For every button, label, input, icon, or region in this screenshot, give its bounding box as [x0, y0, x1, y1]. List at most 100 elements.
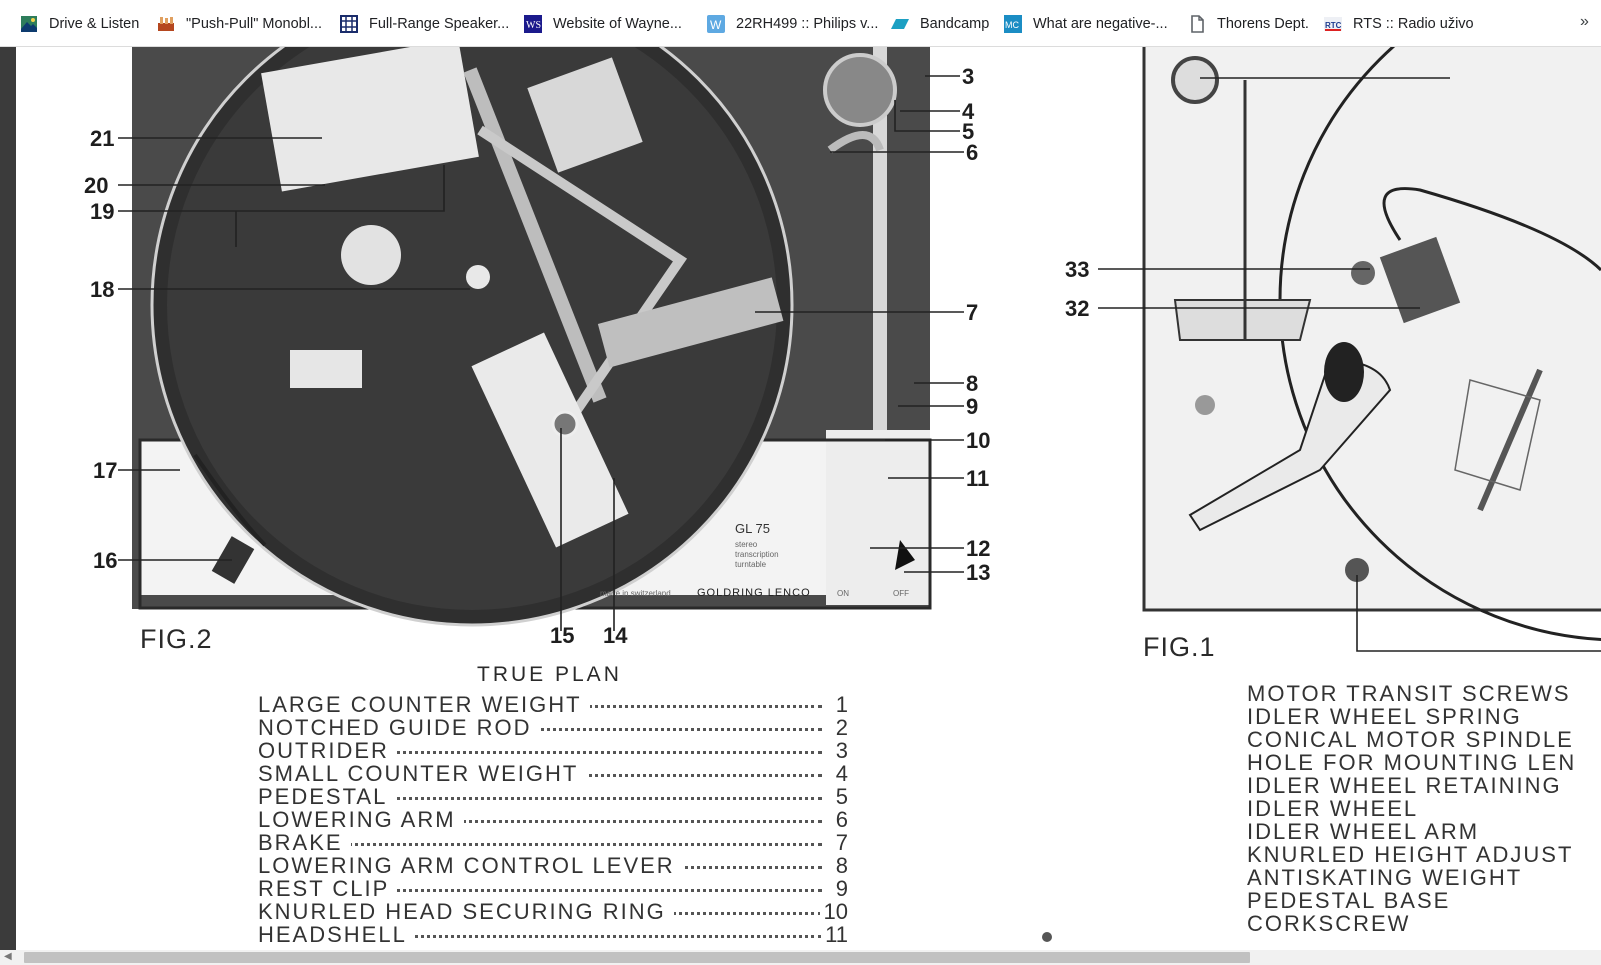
- bookmark-negative-feedback[interactable]: MC What are negative-...: [1004, 12, 1168, 36]
- callout-12: 12: [966, 536, 990, 561]
- callout-13: 13: [966, 560, 990, 585]
- part-name: HEADSHELL: [258, 922, 415, 947]
- callout-5: 5: [962, 119, 974, 144]
- document-icon: [1188, 15, 1206, 33]
- callout-20: 20: [84, 173, 108, 198]
- part-number: 9: [831, 877, 848, 900]
- callout-19: 19: [90, 199, 114, 224]
- part-number: 7: [831, 831, 848, 854]
- bookmarks-bar: Drive & Listen "Push-Pull" Monobl... Ful…: [0, 0, 1601, 47]
- callout-11: 11: [966, 466, 989, 491]
- part-name: IDLER WHEEL SPRING: [1247, 704, 1530, 729]
- svg-text:WS: WS: [526, 20, 541, 31]
- svg-text:RTC: RTC: [1325, 21, 1342, 30]
- callout-9: 9: [966, 394, 978, 419]
- bookmark-push-pull[interactable]: "Push-Pull" Monobl...: [157, 12, 322, 36]
- parts-list-item: IDLER WHEEL SPRING: [1247, 704, 1601, 729]
- parts-list-item: CORKSCREW: [1247, 911, 1601, 935]
- model-desc-2: transcription: [735, 550, 779, 559]
- ws-logo-icon: WS: [524, 15, 542, 33]
- callout-15: 15: [550, 623, 574, 648]
- rts-logo-icon: RTC: [1324, 15, 1342, 33]
- part-name: IDLER WHEEL ARM: [1247, 819, 1488, 844]
- bookmark-label: What are negative-...: [1033, 16, 1168, 32]
- horizontal-scrollbar-thumb[interactable]: [24, 952, 1250, 963]
- callout-6: 6: [966, 140, 978, 165]
- parts-list-item: ANTISKATING WEIGHT: [1247, 865, 1601, 890]
- callout-14: 14: [603, 623, 628, 648]
- parts-list-item: IDLER WHEEL ARM: [1247, 819, 1601, 844]
- parts-list-item: LARGE COUNTER WEIGHT 1: [258, 692, 858, 717]
- bookmark-label: 22RH499 :: Philips v...: [736, 16, 879, 32]
- part-name: PEDESTAL: [258, 784, 396, 809]
- parts-list-item: IDLER WHEEL RETAINING: [1247, 773, 1601, 798]
- part-name: MOTOR TRANSIT SCREWS: [1247, 682, 1579, 706]
- part-name: HOLE FOR MOUNTING LEN: [1247, 750, 1585, 775]
- part-name: PEDESTAL BASE: [1247, 888, 1459, 913]
- model-desc-3: turntable: [735, 560, 767, 569]
- part-name: KNURLED HEIGHT ADJUST: [1247, 842, 1582, 867]
- parts-list-item: KNURLED HEIGHT ADJUST: [1247, 842, 1601, 867]
- fig1-caption: FIG.1: [1143, 632, 1216, 662]
- true-plan-title: TRUE PLAN: [477, 663, 622, 686]
- part-name: LOWERING ARM: [258, 807, 464, 832]
- part-number: 2: [831, 716, 848, 739]
- horizontal-scrollbar[interactable]: ◀: [0, 950, 1601, 965]
- switch-on-label: ON: [837, 589, 849, 598]
- bookmark-website-wayne[interactable]: WS Website of Wayne...: [524, 12, 682, 36]
- bookmark-philips[interactable]: W 22RH499 :: Philips v...: [707, 12, 878, 36]
- part-name: IDLER WHEEL RETAINING: [1247, 773, 1570, 798]
- bookmark-label: "Push-Pull" Monobl...: [186, 16, 323, 32]
- parts-list-item: CONICAL MOTOR SPINDLE: [1247, 727, 1601, 752]
- parts-list-item: IDLER WHEEL: [1247, 796, 1601, 821]
- parts-list-item: MOTOR TRANSIT SCREWS: [1247, 682, 1601, 706]
- scanned-manual-page: GL 75 stereo transcription turntable mad…: [84, 47, 1601, 942]
- callout-numbers-fig2: 21 20 19 18 17 16 15 14 13 12 11 10 9 8 …: [84, 64, 990, 648]
- parts-list-item: KNURLED HEAD SECURING RING 10: [258, 899, 858, 924]
- bookmarks-overflow-button[interactable]: »: [1580, 13, 1589, 30]
- part-name: ANTISKATING WEIGHT: [1247, 865, 1531, 890]
- bookmark-drive-listen[interactable]: Drive & Listen: [20, 12, 139, 36]
- part-number: 1: [831, 693, 848, 716]
- document-viewer: GL 75 stereo transcription turntable mad…: [0, 47, 1601, 950]
- part-name: REST CLIP: [258, 876, 398, 901]
- parts-list-item: HOLE FOR MOUNTING LEN: [1247, 750, 1601, 775]
- svg-text:MC: MC: [1005, 20, 1019, 30]
- part-number: 10: [819, 900, 848, 923]
- part-number: 4: [831, 762, 848, 785]
- bandcamp-icon: [891, 15, 909, 33]
- bookmark-label: Full-Range Speaker...: [369, 16, 510, 32]
- leader-dots: [258, 751, 822, 754]
- leader-dots: [258, 889, 822, 892]
- callout-17: 17: [93, 458, 117, 483]
- parts-list-item: REST CLIP 9: [258, 876, 858, 901]
- mc-logo-icon: MC: [1004, 15, 1022, 33]
- parts-list-item: HEADSHELL 11: [258, 922, 858, 947]
- callout-18: 18: [90, 277, 114, 302]
- callout-3: 3: [962, 64, 974, 89]
- bookmark-rts-radio[interactable]: RTC RTS :: Radio uživo: [1324, 12, 1474, 36]
- fig2-caption: FIG.2: [140, 624, 213, 654]
- scroll-left-arrow-icon[interactable]: ◀: [4, 951, 12, 962]
- bookmark-full-range-speaker[interactable]: Full-Range Speaker...: [340, 12, 509, 36]
- callout-21: 21: [90, 126, 114, 151]
- bookmark-label: Bandcamp: [920, 16, 990, 32]
- bookmark-label: Website of Wayne...: [553, 16, 682, 32]
- bookmark-bandcamp[interactable]: Bandcamp: [891, 12, 989, 36]
- part-number: 11: [821, 923, 848, 946]
- model-desc-1: stereo: [735, 540, 758, 549]
- part-name: IDLER WHEEL: [1247, 796, 1427, 821]
- bookmark-thorens[interactable]: Thorens Dept.: [1188, 12, 1309, 36]
- model-name: GL 75: [735, 521, 770, 536]
- part-name: LARGE COUNTER WEIGHT: [258, 692, 590, 717]
- part-name: KNURLED HEAD SECURING RING: [258, 899, 674, 924]
- part-name: NOTCHED GUIDE ROD: [258, 715, 540, 740]
